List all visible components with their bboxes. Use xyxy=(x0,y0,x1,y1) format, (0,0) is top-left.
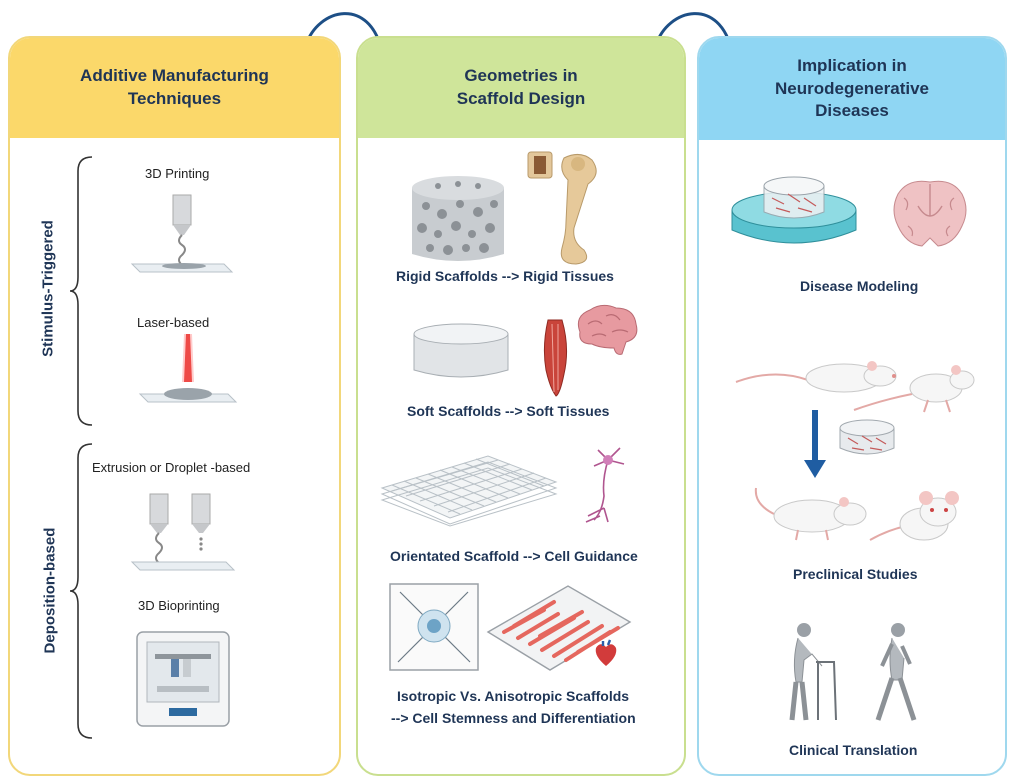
panel3-title-line3: Diseases xyxy=(815,101,889,121)
neuron-icon xyxy=(585,447,625,523)
down-arrow-icon xyxy=(804,410,826,478)
panel1-header: Additive Manufacturing Techniques xyxy=(10,38,339,138)
cell-icon xyxy=(389,583,479,671)
rat-icon-1 xyxy=(735,361,897,393)
scaffold-implant-icon xyxy=(839,419,895,455)
bone-icon xyxy=(527,151,597,265)
panel-additive-manufacturing: Additive Manufacturing Techniques xyxy=(8,36,341,776)
label-3d-printing: 3D Printing xyxy=(145,166,210,181)
label-bioprinting: 3D Bioprinting xyxy=(138,598,220,613)
petri-dish-icon xyxy=(731,176,857,244)
fiber-mesh-icon xyxy=(380,455,558,527)
panel2-header: Geometries in Scaffold Design xyxy=(358,38,684,138)
panel2-title-line2: Scaffold Design xyxy=(456,89,586,108)
panel1-title-line2: Techniques xyxy=(127,89,222,108)
label-extrusion: Extrusion or Droplet -based xyxy=(92,460,251,475)
nozzle-icon xyxy=(130,194,234,273)
group-label-stimulus: Stimulus-Triggered xyxy=(39,220,57,357)
label-isotropic-line2: --> Cell Stemness and Differentiation xyxy=(391,710,636,726)
extrusion-nozzles-icon xyxy=(130,493,236,571)
aligned-cells-icon xyxy=(486,585,632,671)
laser-icon xyxy=(138,334,238,403)
group-label-deposition: Deposition-based xyxy=(41,527,59,654)
panel2-title-line1: Geometries in xyxy=(464,66,578,86)
muscle-icon xyxy=(543,319,568,397)
rat-icon-2 xyxy=(754,487,867,541)
label-isotropic-line1: Isotropic Vs. Anisotropic Scaffolds xyxy=(397,688,630,704)
label-disease-modeling: Disease Modeling xyxy=(800,278,919,294)
panel1-title-line1: Additive Manufacturing xyxy=(80,66,269,86)
panel3-header: Implication in Neurodegenerative Disease… xyxy=(699,38,1005,140)
walking-person-icon xyxy=(875,623,917,721)
mouse-icon-2 xyxy=(869,491,959,541)
panel3-title-line1: Implication in xyxy=(797,55,907,75)
heart-icon xyxy=(595,639,617,666)
label-soft: Soft Scaffolds --> Soft Tissues xyxy=(407,403,610,419)
brace-icon-1 xyxy=(69,156,93,426)
brain-icon xyxy=(577,304,638,355)
label-preclinical: Preclinical Studies xyxy=(793,566,918,582)
cylinder-scaffold-icon xyxy=(413,323,509,378)
label-clinical: Clinical Translation xyxy=(789,742,918,758)
label-rigid: Rigid Scaffolds --> Rigid Tissues xyxy=(396,268,614,284)
label-orientated: Orientated Scaffold --> Cell Guidance xyxy=(390,548,638,564)
panel-neurodegenerative: Implication in Neurodegenerative Disease… xyxy=(697,36,1007,776)
porous-scaffold-icon xyxy=(412,176,504,261)
mouse-icon-1 xyxy=(853,365,975,413)
elderly-walker-icon xyxy=(789,623,837,721)
label-laser: Laser-based xyxy=(137,315,210,330)
brace-icon-2 xyxy=(69,443,93,739)
panel3-title-line2: Neurodegenerative xyxy=(775,78,929,98)
bioprinter-icon xyxy=(136,631,230,727)
brain-slice-icon xyxy=(893,180,967,247)
